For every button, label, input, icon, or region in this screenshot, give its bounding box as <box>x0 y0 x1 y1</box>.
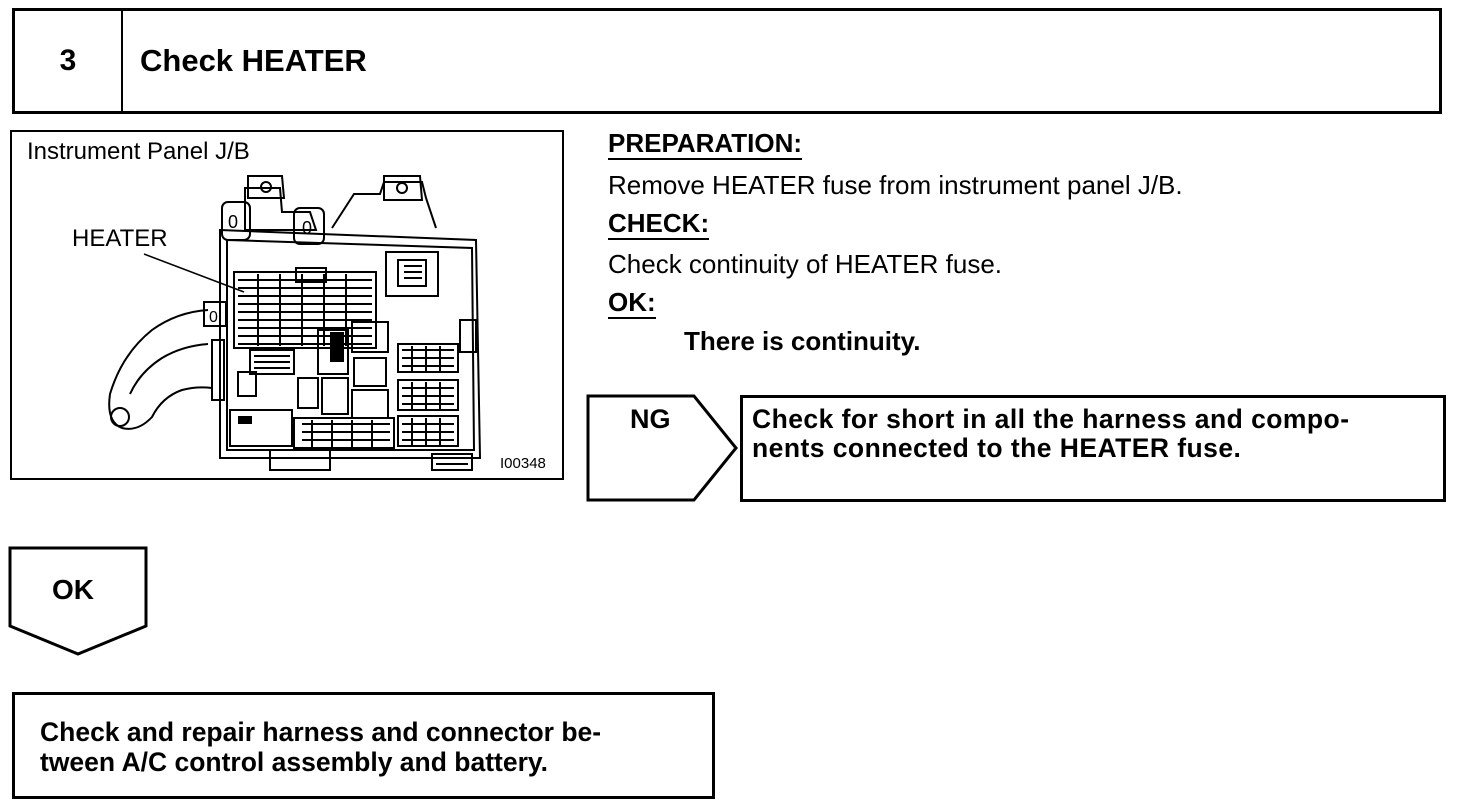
ng-arrow-icon <box>586 394 738 502</box>
ok-result-line2: tween A/C control assembly and battery. <box>40 747 549 777</box>
ng-label: NG <box>630 404 671 434</box>
check-text: Check continuity of HEATER fuse. <box>608 249 1003 279</box>
preparation-heading: PREPARATION: <box>608 128 803 160</box>
svg-text:0: 0 <box>228 212 238 232</box>
ok-arrow-icon <box>8 546 148 656</box>
junction-block-illustration: 0 0 0 <box>72 175 546 472</box>
preparation-text: Remove HEATER fuse from instrument panel… <box>608 170 1183 200</box>
step-header: 3 Check HEATER <box>12 8 1442 114</box>
ok-criteria-text: There is continuity. <box>684 326 921 356</box>
svg-text:0: 0 <box>209 309 218 326</box>
figure-caption: Instrument Panel J/B <box>27 138 250 165</box>
check-heading: CHECK: <box>608 208 710 240</box>
figure-id: I00348 <box>500 455 546 472</box>
ok-label: OK <box>52 574 94 605</box>
ng-result-box: Check for short in all the harness and c… <box>740 395 1446 502</box>
ok-result-line1: Check and repair harness and connector b… <box>40 717 602 747</box>
svg-text:0: 0 <box>302 218 312 238</box>
ng-result-line2: nents connected to the HEATER fuse. <box>752 433 1242 463</box>
ok-result-box: Check and repair harness and connector b… <box>12 692 715 799</box>
ng-result-line1: Check for short in all the harness and c… <box>752 404 1350 434</box>
step-title: Check HEATER <box>140 43 367 78</box>
junction-block-figure: Instrument Panel J/B 0 0 0 <box>10 130 564 480</box>
heater-callout-label: HEATER <box>72 225 168 252</box>
ok-heading: OK: <box>608 287 656 319</box>
step-number: 3 <box>15 11 123 111</box>
